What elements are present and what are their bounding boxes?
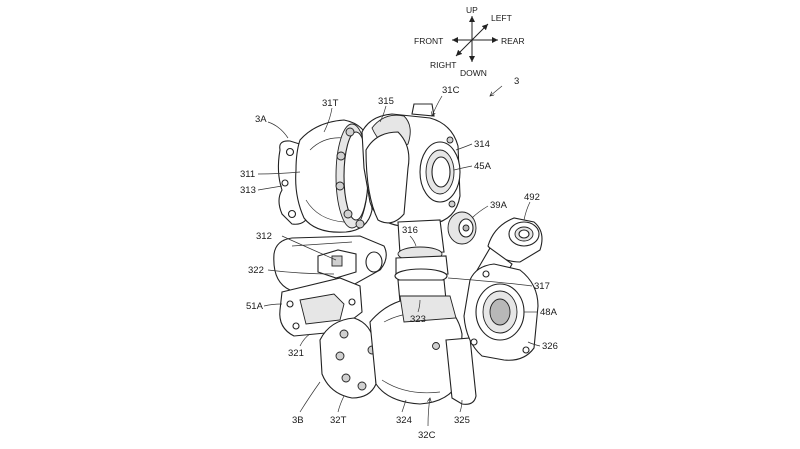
- label-325: 325: [454, 415, 470, 426]
- compass-front: FRONT: [414, 36, 443, 46]
- direction-compass: UP LEFT FRONT REAR RIGHT DOWN: [414, 5, 525, 78]
- leader-lines: [257, 85, 541, 427]
- label-317: 317: [534, 281, 550, 292]
- label-51A: 51A: [246, 301, 264, 312]
- label-314: 314: [474, 139, 490, 150]
- turbine-housing-32T: [319, 317, 377, 399]
- label-315: 315: [378, 96, 394, 107]
- compass-down: DOWN: [460, 68, 487, 78]
- label-311: 311: [240, 169, 255, 180]
- label-31T: 31T: [322, 98, 339, 109]
- label-316: 316: [402, 225, 418, 236]
- label-492: 492: [524, 192, 540, 203]
- label-45A: 45A: [474, 161, 492, 172]
- label-32T: 32T: [330, 415, 347, 426]
- label-321: 321: [288, 348, 304, 359]
- bracket-312: [273, 235, 387, 291]
- upper-turbocharger: [277, 103, 461, 233]
- label-39A: 39A: [490, 200, 508, 211]
- label-312: 312: [256, 231, 272, 242]
- label-322: 322: [248, 265, 264, 276]
- compass-rear: REAR: [501, 36, 525, 46]
- compass-right: RIGHT: [430, 60, 456, 70]
- label-3: 3: [514, 76, 519, 87]
- label-31C: 31C: [442, 85, 460, 96]
- label-3A: 3A: [255, 114, 267, 125]
- label-323: 323: [410, 314, 426, 325]
- boss-39A: [447, 211, 477, 245]
- compass-up: UP: [466, 5, 478, 15]
- label-324: 324: [396, 415, 412, 426]
- label-48A: 48A: [540, 307, 558, 318]
- label-3B: 3B: [292, 415, 304, 426]
- compass-left: LEFT: [491, 13, 512, 23]
- label-313: 313: [240, 185, 256, 196]
- label-326: 326: [542, 341, 558, 352]
- label-32C: 32C: [418, 430, 436, 441]
- lower-turbocharger: [319, 295, 477, 405]
- reference-labels: 3 3A 31T 315 31C 314 45A 311 313 39A 492…: [240, 76, 558, 441]
